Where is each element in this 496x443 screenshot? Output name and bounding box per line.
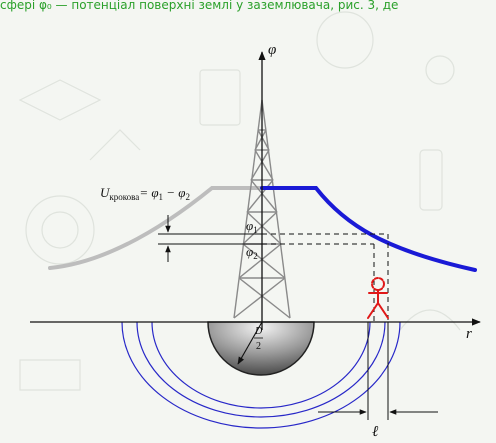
step-length-label: ℓ bbox=[372, 424, 378, 440]
y-axis-label: φ bbox=[268, 42, 276, 58]
x-axis-label: r bbox=[466, 326, 472, 342]
radius-arrow bbox=[237, 321, 263, 365]
left-potential-curve bbox=[48, 186, 264, 270]
radius-numerator: D bbox=[254, 326, 263, 337]
phi2-label: φ2 bbox=[246, 244, 258, 261]
radius-denominator: 2 bbox=[256, 341, 261, 352]
person-icon bbox=[367, 277, 389, 319]
phi1-label: φ1 bbox=[246, 218, 258, 235]
header-text-strip: сфері φ₀ — потенціал поверхні землі у за… bbox=[0, 0, 399, 12]
grounding-hemisphere bbox=[207, 321, 315, 376]
potential-curve bbox=[260, 186, 477, 272]
background-doodles bbox=[18, 11, 461, 391]
equipotential-arcs bbox=[121, 321, 401, 429]
step-voltage-label: Uкрокова= φ1 − φ2 bbox=[100, 185, 190, 202]
